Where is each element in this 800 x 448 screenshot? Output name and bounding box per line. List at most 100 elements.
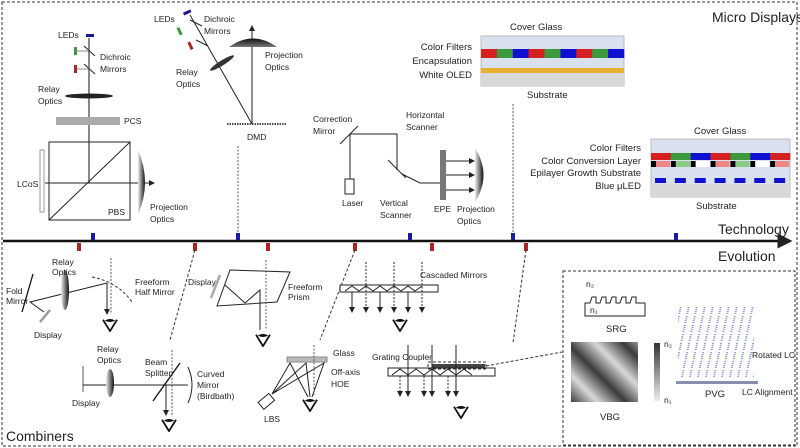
rotated-lc-pattern bbox=[678, 307, 754, 377]
color-filter bbox=[651, 153, 672, 160]
index-colorbar bbox=[654, 343, 660, 401]
lc-alignment-layer bbox=[676, 381, 758, 384]
svg-text:n₁: n₁ bbox=[590, 305, 598, 315]
epe bbox=[440, 150, 446, 200]
blue-microled bbox=[734, 178, 746, 183]
svg-text:LBS: LBS bbox=[264, 414, 280, 424]
projection-lens bbox=[138, 150, 145, 215]
microled-microdisplay: Cover Glass Substrate Color Filters Colo… bbox=[530, 126, 791, 212]
conversion-pixel bbox=[695, 161, 710, 167]
blue-microled bbox=[754, 178, 766, 183]
svg-text:Color Conversion Layer: Color Conversion Layer bbox=[541, 156, 641, 167]
svg-text:Color Filters: Color Filters bbox=[590, 143, 641, 154]
technology-marker bbox=[236, 233, 240, 240]
grating-types-inset: n₂ n₁ SRG n₂ n₁ VBG Rotated LC LC Alignm… bbox=[562, 270, 796, 446]
blue-microled bbox=[674, 178, 686, 183]
conversion-pixel bbox=[735, 161, 750, 167]
svg-text:PBS: PBS bbox=[108, 207, 125, 217]
color-filter bbox=[608, 49, 625, 58]
color-filter bbox=[730, 153, 751, 160]
svg-text:Relay: Relay bbox=[176, 67, 198, 77]
eye-icon bbox=[302, 398, 318, 412]
technology-marker bbox=[674, 233, 678, 240]
section-combiners: Combiners bbox=[6, 428, 74, 444]
combiner-marker bbox=[193, 243, 197, 251]
label-dichroic: Mirrors bbox=[100, 64, 126, 74]
conversion-pixel bbox=[675, 161, 690, 167]
svg-text:Freeform: Freeform bbox=[288, 282, 322, 292]
oled-microdisplay: Cover Glass Substrate Color Filters Enca… bbox=[412, 22, 625, 234]
svg-text:Relay: Relay bbox=[38, 84, 60, 94]
black-matrix bbox=[690, 161, 696, 167]
section-technology: Technology bbox=[718, 221, 789, 237]
svg-text:SRG: SRG bbox=[606, 324, 627, 335]
svg-text:Splitter: Splitter bbox=[145, 368, 172, 378]
pbs-cube bbox=[48, 141, 131, 221]
black-matrix bbox=[670, 161, 676, 167]
svg-text:Optics: Optics bbox=[38, 96, 62, 106]
svg-text:Optics: Optics bbox=[97, 355, 121, 365]
svg-text:Relay: Relay bbox=[97, 344, 119, 354]
timeline bbox=[3, 233, 793, 251]
combiner-markers bbox=[77, 243, 528, 251]
eye-icon bbox=[255, 333, 271, 347]
svg-text:Mirror: Mirror bbox=[6, 296, 28, 306]
svg-text:Substrate: Substrate bbox=[527, 90, 568, 101]
color-filter bbox=[710, 153, 731, 160]
black-matrix bbox=[770, 161, 776, 167]
color-filter bbox=[560, 49, 577, 58]
svg-text:Grating Coupler: Grating Coupler bbox=[372, 352, 432, 362]
blue-microled bbox=[714, 178, 726, 183]
relay-lens bbox=[65, 93, 113, 99]
conversion-pixel bbox=[715, 161, 730, 167]
label-leds: LEDs bbox=[58, 30, 79, 40]
eye-icon bbox=[392, 318, 408, 332]
svg-text:Laser: Laser bbox=[342, 198, 363, 208]
combiner-grating-coupler: Grating Coupler bbox=[372, 345, 563, 419]
technology-marker bbox=[91, 233, 95, 240]
svg-text:Optics: Optics bbox=[265, 62, 289, 72]
svg-text:Optics: Optics bbox=[150, 214, 174, 224]
svg-text:Cover Glass: Cover Glass bbox=[510, 22, 563, 33]
svg-text:Rotated LC: Rotated LC bbox=[752, 350, 795, 360]
svg-text:Blue μLED: Blue μLED bbox=[595, 181, 641, 192]
svg-text:Horizontal: Horizontal bbox=[406, 110, 444, 120]
color-filter bbox=[690, 153, 711, 160]
svg-text:DMD: DMD bbox=[247, 132, 266, 142]
black-matrix bbox=[730, 161, 736, 167]
technology-markers bbox=[91, 233, 678, 240]
svg-text:Scanner: Scanner bbox=[406, 122, 438, 132]
svg-text:Optics: Optics bbox=[457, 216, 481, 226]
svg-text:Beam: Beam bbox=[145, 357, 167, 367]
combiner-marker bbox=[353, 243, 357, 251]
combiner-marker bbox=[524, 243, 528, 251]
color-filter bbox=[592, 49, 609, 58]
black-matrix bbox=[651, 161, 656, 167]
color-filter bbox=[528, 49, 545, 58]
svg-text:Optics: Optics bbox=[176, 79, 200, 89]
svg-text:Off-axis: Off-axis bbox=[331, 367, 360, 377]
color-filter bbox=[576, 49, 593, 58]
svg-text:Projection: Projection bbox=[150, 202, 188, 212]
svg-text:HOE: HOE bbox=[331, 379, 350, 389]
svg-text:Display: Display bbox=[188, 277, 217, 287]
blue-microled bbox=[774, 178, 786, 183]
svg-text:Prism: Prism bbox=[288, 292, 310, 302]
svg-text:Curved: Curved bbox=[197, 369, 225, 379]
conversion-pixel bbox=[755, 161, 770, 167]
combiner-marker bbox=[77, 243, 81, 251]
svg-text:PCS: PCS bbox=[124, 116, 142, 126]
svg-text:Projection: Projection bbox=[265, 50, 303, 60]
color-filter bbox=[496, 49, 514, 58]
svg-text:Glass: Glass bbox=[333, 348, 355, 358]
svg-text:Substrate: Substrate bbox=[696, 201, 737, 212]
vbg-pattern bbox=[571, 342, 638, 402]
projection-lens bbox=[229, 38, 277, 47]
svg-text:LCoS: LCoS bbox=[17, 179, 39, 189]
